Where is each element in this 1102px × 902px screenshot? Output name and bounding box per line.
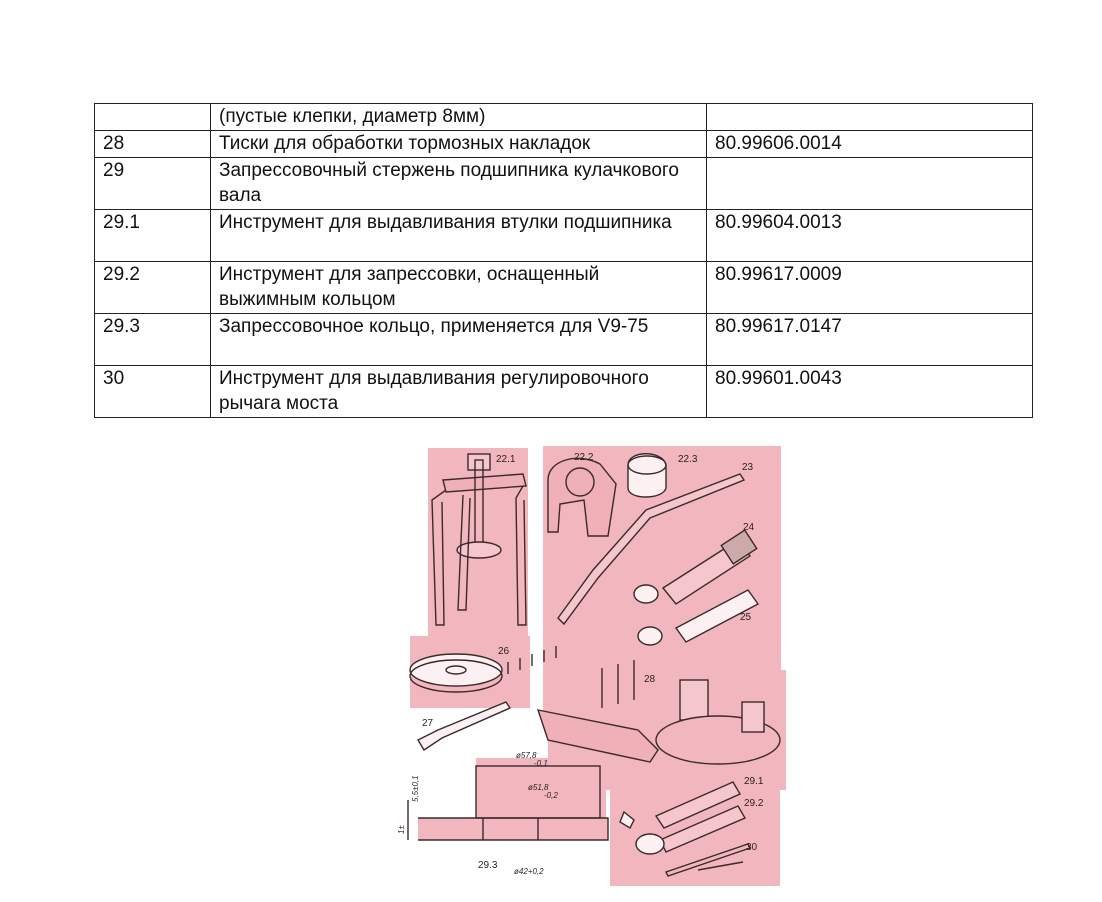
table-row: 29.1 Инструмент для выдавливания втулки …: [94, 209, 1033, 262]
vise-28: [536, 660, 781, 765]
row-number: 28: [94, 130, 211, 158]
dimension-outer-tol: -0,1: [534, 759, 548, 768]
row-code: 80.99606.0014: [706, 130, 1033, 158]
row-name: Тиски для обработки тормозных накладок: [210, 130, 707, 158]
label-22-2: 22.2: [574, 452, 594, 463]
parts-table: (пустые клепки, диаметр 8мм) 28 Тиски дл…: [94, 103, 1033, 418]
knurled-tool-24: [633, 529, 758, 605]
row-code: [706, 157, 1033, 210]
row-name: Инструмент для выдавливания втулки подши…: [210, 209, 707, 262]
table-row: 30 Инструмент для выдавливания регулиров…: [94, 365, 1033, 418]
row-code: 80.99617.0147: [706, 313, 1033, 366]
rod-23: [557, 473, 746, 626]
row-code: 80.99601.0043: [706, 365, 1033, 418]
row-number: 29.1: [94, 209, 211, 262]
row-name: Инструмент для выдавливания регулировочн…: [210, 365, 707, 418]
table-row: 28 Тиски для обработки тормозных накладо…: [94, 130, 1033, 158]
row-name: Запрессовочное кольцо, применяется для V…: [210, 313, 707, 366]
table-row: (пустые клепки, диаметр 8мм): [94, 103, 1033, 131]
row-name: Запрессовочный стержень подшипника кулач…: [210, 157, 707, 210]
label-29-2: 29.2: [744, 798, 764, 809]
tube-25: [637, 589, 760, 646]
shaft-27: [417, 701, 512, 751]
row-number: 29.3: [94, 313, 211, 366]
ring-section-29-3: [407, 765, 609, 841]
label-25: 25: [740, 612, 752, 623]
row-name: Инструмент для запрессовки, оснащенный в…: [210, 261, 707, 314]
label-23: 23: [742, 462, 754, 473]
row-number: [94, 103, 211, 131]
label-28: 28: [644, 674, 656, 685]
label-29-1: 29.1: [744, 776, 764, 787]
label-30: 30: [746, 842, 758, 853]
label-26: 26: [498, 646, 510, 657]
bushing-22-3: [627, 453, 667, 498]
dimension-bore: ø42+0,2: [514, 867, 544, 876]
label-24: 24: [743, 522, 755, 533]
row-number: 29.2: [94, 261, 211, 314]
dimension-height: 5,5±0,1: [411, 775, 420, 802]
plate-26: [409, 646, 557, 693]
tools-29-30: [619, 781, 751, 877]
row-code: 80.99604.0013: [706, 209, 1033, 262]
table-row: 29 Запрессовочный стержень подшипника ку…: [94, 157, 1033, 210]
label-22-3: 22.3: [678, 454, 698, 465]
dimension-inner: ø51,8: [528, 783, 549, 792]
puller-tool-22-1: [431, 453, 527, 626]
table-row: 29.2 Инструмент для запрессовки, оснащен…: [94, 261, 1033, 314]
tools-drawing: 22.1 22.2 22.3 23 24 25 26 27 28 29.1 29…: [397, 446, 786, 886]
label-29-3: 29.3: [478, 860, 498, 871]
table-row: 29.3 Запрессовочное кольцо, применяется …: [94, 313, 1033, 366]
label-22-1: 22.1: [496, 454, 516, 465]
row-name: (пустые клепки, диаметр 8мм): [210, 103, 707, 131]
dimension-inner-tol: -0,2: [544, 791, 558, 800]
row-code: 80.99617.0009: [706, 261, 1033, 314]
row-number: 30: [94, 365, 211, 418]
label-27: 27: [422, 718, 434, 729]
row-number: 29: [94, 157, 211, 210]
dimension-outer: ø57,8: [516, 751, 537, 760]
dimension-step: 1±: [397, 825, 406, 834]
row-code: [706, 103, 1033, 131]
clamp-tool-22-2: [547, 457, 617, 537]
tools-illustration: 22.1 22.2 22.3 23 24 25 26 27 28 29.1 29…: [388, 440, 798, 890]
